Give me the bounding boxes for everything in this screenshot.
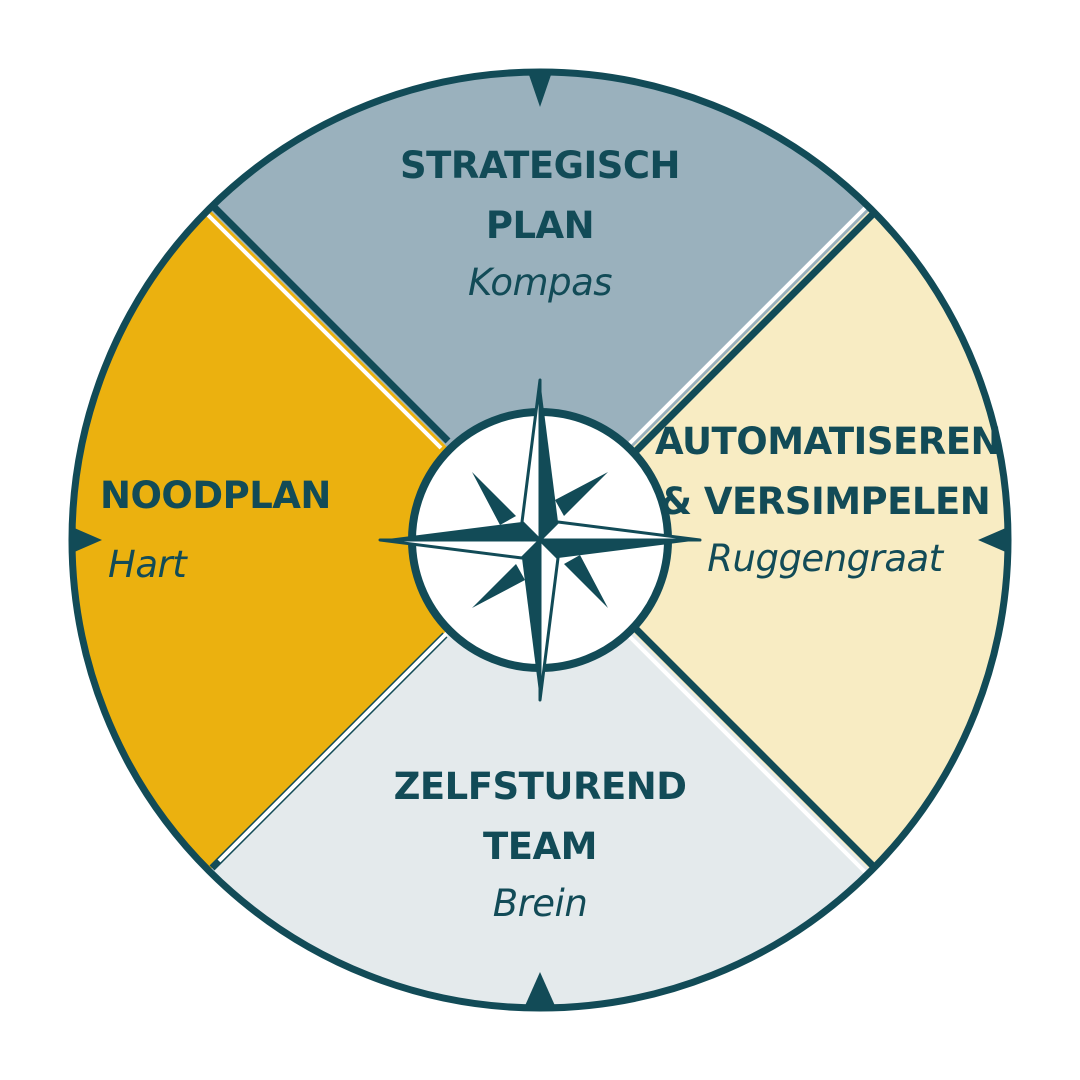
segment-top-label: STRATEGISCH PLAN Kompas [345,136,735,308]
segment-left-title-line-1: NOODPLAN [100,474,331,517]
segment-dividers [203,202,878,877]
segment-top-subtitle: Kompas [467,261,613,304]
segment-left-subtitle: Hart [108,543,187,586]
segment-left [72,209,541,871]
segment-bottom [209,540,871,1008]
segment-top-title-line-1: STRATEGISCH [399,144,681,187]
segment-right-title-line-1: AUTOMATISEREN [655,420,1001,463]
segment-right-subtitle: Ruggengraat [707,537,943,580]
segment-left-label: NOODPLAN Hart [100,466,360,590]
segment-right-label: AUTOMATISEREN & VERSIMPELEN Ruggengraat [655,412,1001,584]
segment-bottom-title-line-1: ZELFSTUREND [393,765,687,808]
segment-bottom-subtitle: Brein [492,882,588,925]
segment-top [209,72,871,540]
pointer-triangle-icon [72,72,1008,1008]
segment-bottom-label: ZELFSTUREND TEAM Brein [345,757,735,929]
segment-top-title-line-2: PLAN [485,204,595,247]
segment-bottom-title-line-2: TEAM [483,825,597,868]
segment-right-title-line-2: & VERSIMPELEN [659,480,991,523]
compass-rose-icon [378,378,702,702]
segment-right [540,209,1008,871]
